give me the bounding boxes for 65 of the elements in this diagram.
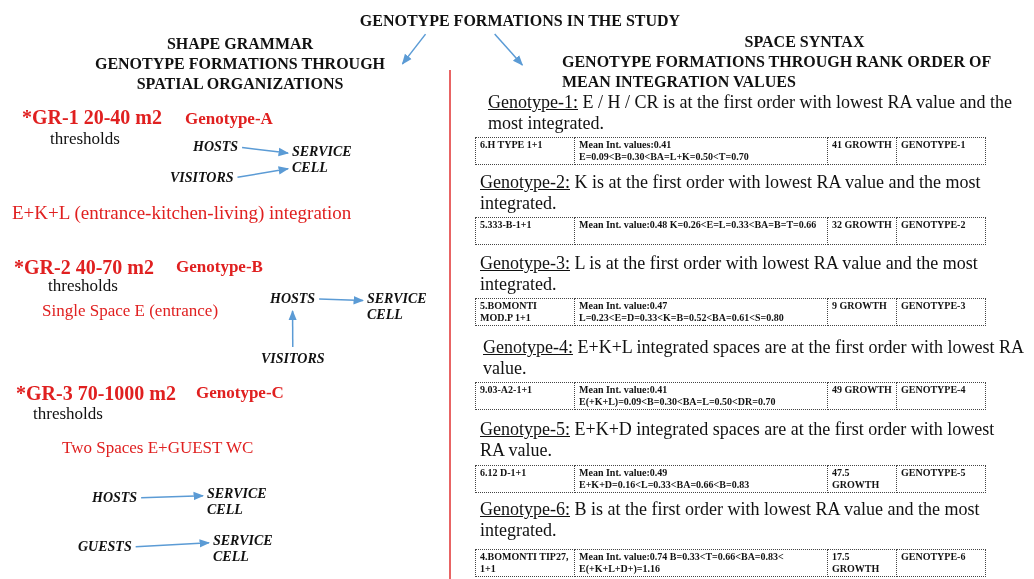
group-heading: *GR-2 40-70 m2 bbox=[14, 256, 154, 279]
genotype-description: Genotype-6: B is at the first order with lowest RA value and the most integrated. bbox=[480, 499, 981, 541]
dwelling-cell: 5.333-B-1+1 bbox=[475, 217, 575, 245]
arrow bbox=[288, 309, 297, 348]
genotype-label: Genotype-A bbox=[185, 109, 273, 129]
heading: SHAPE GRAMMAR bbox=[165, 34, 315, 54]
arrow bbox=[493, 33, 524, 66]
integration-cell: Mean Int. value:0.48 K=0.26<E=L=0.33<BA=B=T=0.66 bbox=[574, 217, 828, 245]
growth-cell: 32 GROWTH bbox=[827, 217, 897, 245]
genotype-description: Genotype-3: L is at the first order with lowest RA value and the most integrated. bbox=[480, 253, 979, 295]
space-label: SERVICE CELL bbox=[292, 144, 358, 176]
genotype-description: Genotype-1: E / H / CR is at the first order with lowest RA value and the most integrated. bbox=[488, 92, 1013, 134]
threshold-label: thresholds bbox=[48, 276, 118, 296]
space-label: HOSTS bbox=[193, 139, 239, 155]
dwelling-cell: 6.H TYPE 1+1 bbox=[475, 137, 575, 165]
heading: GENOTYPE FORMATIONS THROUGH SPATIAL ORGANIZATIONS bbox=[93, 54, 387, 94]
arrow bbox=[241, 146, 290, 157]
arrow bbox=[134, 539, 211, 548]
dwelling-cell: 9.03-A2-1+1 bbox=[475, 382, 575, 410]
space-label: SERVICE CELL bbox=[213, 533, 279, 565]
space-label: SERVICE CELL bbox=[207, 486, 273, 518]
title: GENOTYPE FORMATIONS IN THE STUDY bbox=[320, 11, 720, 31]
genotype-description: Genotype-2: K is at the first order with lowest RA value and the most integrated. bbox=[480, 172, 982, 214]
genotype-cell: GENOTYPE-2 bbox=[896, 217, 986, 245]
arrow bbox=[236, 166, 290, 179]
group-heading: *GR-3 70-1000 m2 bbox=[16, 382, 176, 405]
heading: GENOTYPE FORMATIONS THROUGH RANK ORDER OF MEAN INTEGRATION VALUES bbox=[561, 52, 992, 92]
genotype-label: Genotype-C bbox=[196, 383, 284, 403]
genotype-cell: GENOTYPE-4 bbox=[896, 382, 986, 410]
arrow bbox=[140, 491, 205, 501]
integration-cell: Mean Int. value:0.74 B=0.33<T=0.66<BA=0.83< E(+K+L+D+)=1.16 bbox=[574, 549, 828, 577]
space-label: GUESTS bbox=[78, 539, 132, 555]
growth-cell: 41 GROWTH bbox=[827, 137, 897, 165]
dwelling-cell: 4.BOMONTI TIP27, 1+1 bbox=[475, 549, 575, 577]
genotype-label: Genotype-B bbox=[176, 257, 263, 277]
integration-cell: Mean Int. value:0.41 E(+K+L)=0.09<B=0.30<BA=L=0.50<DR=0.70 bbox=[574, 382, 828, 410]
integration-cell: Mean Int. value:0.49 E+K+D=0.16<L=0.33<BA=0.66<B=0.83 bbox=[574, 465, 828, 493]
space-label: HOSTS bbox=[92, 490, 138, 506]
growth-cell: 9 GROWTH bbox=[827, 298, 897, 326]
space-label: VISITORS bbox=[170, 170, 234, 186]
genotype-description: Genotype-4: E+K+L integrated spaces are at the first order with lowest RA value. bbox=[483, 337, 1023, 379]
genotype-cell: GENOTYPE-1 bbox=[896, 137, 986, 165]
heading: SPACE SYNTAX bbox=[743, 32, 866, 52]
arrow bbox=[318, 296, 365, 305]
space-label: SERVICE CELL bbox=[367, 291, 433, 323]
integration-cell: Mean Int. value:0.47 L=0.23<E=D=0.33<K=B=0.52<BA=0.61<S=0.80 bbox=[574, 298, 828, 326]
threshold-label: thresholds bbox=[50, 129, 120, 149]
genotype-cell: GENOTYPE-5 bbox=[896, 465, 986, 493]
growth-cell: 49 GROWTH bbox=[827, 382, 897, 410]
threshold-label: thresholds bbox=[33, 404, 103, 424]
genotype-cell: GENOTYPE-6 bbox=[896, 549, 986, 577]
genotype-cell: GENOTYPE-3 bbox=[896, 298, 986, 326]
integration-note: Single Space E (entrance) bbox=[42, 301, 219, 321]
growth-cell: 47.5 GROWTH bbox=[827, 465, 897, 493]
space-label: VISITORS bbox=[261, 351, 325, 367]
space-label: HOSTS bbox=[270, 291, 316, 307]
integration-note: E+K+L (entrance-kitchen-living) integration bbox=[12, 202, 352, 224]
growth-cell: 17.5 GROWTH bbox=[827, 549, 897, 577]
dwelling-cell: 5.BOMONTI MOD.P 1+1 bbox=[475, 298, 575, 326]
integration-note: Two Spaces E+GUEST WC bbox=[62, 438, 254, 458]
integration-cell: Mean Int. values:0.41 E=0.09<B=0.30<BA=L+K=0.50<T=0.70 bbox=[574, 137, 828, 165]
arrow bbox=[401, 33, 427, 65]
dwelling-cell: 6.12 D-1+1 bbox=[475, 465, 575, 493]
group-heading: *GR-1 20-40 m2 bbox=[22, 106, 162, 129]
genotype-description: Genotype-5: E+K+D integrated spaces are at the first order with lowest RA value. bbox=[480, 419, 996, 461]
